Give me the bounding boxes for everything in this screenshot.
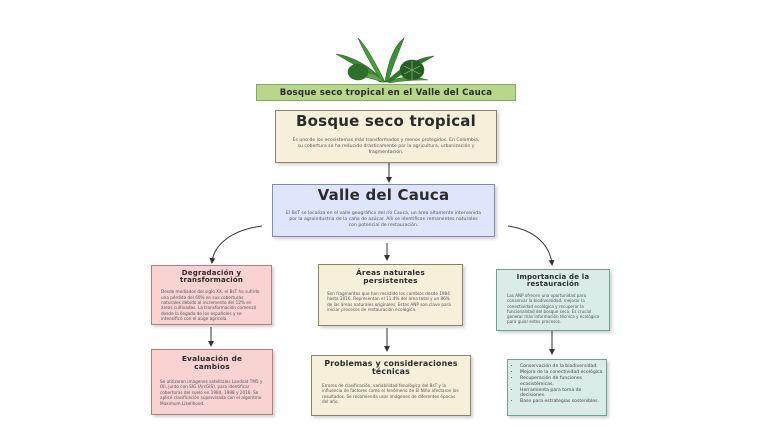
arrow-valle-importancia <box>508 226 552 264</box>
list-item: Base para estrategias sostenibles. <box>520 399 606 405</box>
palm-leaves-icon <box>330 36 440 84</box>
node-degradacion: Degradación y transformación Desde media… <box>151 265 272 325</box>
arrow-valle-degradacion <box>212 226 262 262</box>
node-title: Valle del Cauca <box>273 188 494 203</box>
list-item: Recuperación de funciones ecosistémicas. <box>520 376 606 388</box>
node-body: Es uno de los ecosistemas más transforma… <box>276 129 496 156</box>
node-title: Áreas naturales persistentes <box>319 269 462 284</box>
node-valle-del-cauca: Valle del Cauca El BsT se localiza en el… <box>272 184 495 237</box>
banner-title: Bosque seco tropical en el Valle del Cau… <box>257 85 515 101</box>
node-body: El BsT se localiza en el valle geográfic… <box>273 203 494 229</box>
node-title: Problemas y consideraciones técnicas <box>312 360 470 376</box>
node-title: Importancia de la restauración <box>497 274 609 288</box>
beneficios-list: Conservación de la biodiversidad. Mejora… <box>508 364 606 405</box>
node-title: Evaluación de cambios <box>152 355 272 370</box>
node-title: Degradación y transformación <box>152 270 271 284</box>
node-body: Se utilizaron imágenes satelitales Lands… <box>152 370 272 406</box>
node-title: Bosque seco tropical <box>276 114 496 129</box>
node-importancia: Importancia de la restauración Las ANP o… <box>496 269 610 331</box>
node-problemas: Problemas y consideraciones técnicas Err… <box>311 355 471 416</box>
node-beneficios: Conservación de la biodiversidad. Mejora… <box>507 359 607 416</box>
node-body: Son fragmentos que han resistido los cam… <box>319 284 462 313</box>
list-item: Mejora de la conectividad ecológica. <box>520 370 606 376</box>
title-banner: Bosque seco tropical en el Valle del Cau… <box>256 84 516 101</box>
node-body: Errores de clasificación, variabilidad f… <box>312 376 470 405</box>
node-body: Desde mediados del siglo XX, el BsT ha s… <box>152 284 271 321</box>
node-body: Las ANP ofrecen una oportunidad para con… <box>497 288 609 324</box>
list-item: Herramienta para toma de decisiones. <box>520 388 606 400</box>
node-areas-naturales: Áreas naturales persistentes Son fragmen… <box>318 264 463 326</box>
node-bosque-seco-tropical: Bosque seco tropical Es uno de los ecosi… <box>275 110 497 163</box>
list-item: Conservación de la biodiversidad. <box>520 364 606 370</box>
node-evaluacion: Evaluación de cambios Se utilizaron imág… <box>151 349 273 415</box>
